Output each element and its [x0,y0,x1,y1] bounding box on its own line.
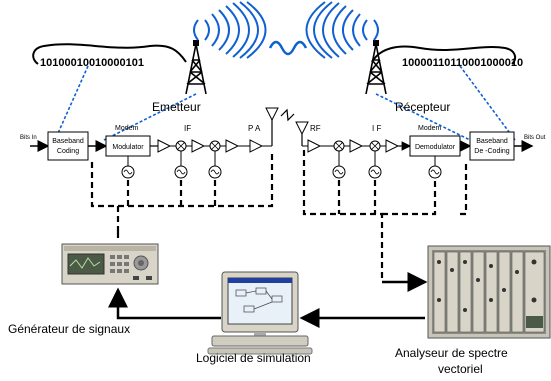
bits-in-label: Bits In [20,135,37,141]
amplifier-icon [157,139,172,153]
modulator-label: Modulator [112,144,144,151]
air-link-icon [280,108,295,122]
power-amplifier-icon [249,139,264,153]
bitstream-left: 10100010010000101 [40,57,144,69]
baseband-decoding-label-2: De -Coding [474,148,510,155]
rx-antenna-icon [295,121,309,136]
emetteur-title: Emetteur [152,100,201,114]
bitstream-right: 10000110110001000010 [402,57,523,69]
amplifier-icon [225,139,240,153]
amplifier-icon [191,139,206,153]
test-connection-lines [90,150,468,282]
amplifier-icon [349,139,364,153]
baseband-coding-label-1: Baseband [52,138,84,145]
bits-out-label: Bits Out [524,135,546,141]
bitstream-right-cable [371,45,517,65]
radio-waves-left-icon [193,1,267,59]
rf-label: RF [310,124,321,133]
amplifier-icon [307,139,322,153]
generateur-caption: Générateur de signaux [8,322,130,336]
antenna-tower-right-icon [365,40,387,95]
modem-right-label: Modem [418,125,442,132]
logiciel-caption: Logiciel de simulation [196,351,311,365]
bitstream-left-cable [32,43,187,65]
analyseur-caption-1: Analyseur de spectre [395,346,508,360]
amplifier-icon [385,139,400,153]
pa-label: P A [248,124,261,133]
if-right-label: I F [372,124,381,133]
baseband-coding-block [47,131,89,161]
baseband-decoding-label-1: Baseband [476,138,508,145]
recepteur-title: Récepteur [395,100,450,114]
baseband-coding-label-2: Coding [57,148,79,155]
demodulator-label: Demodulator [415,144,456,151]
if-left-label: IF [184,124,191,133]
analyseur-caption-2: vectoriel [438,362,483,376]
signal-generator-icon [61,243,159,285]
wireless-link-wave [268,40,308,56]
computer-icon [207,271,313,355]
vector-spectrum-analyzer-icon [427,245,551,339]
baseband-decoding-block [469,131,515,161]
pc-to-generator-arrow [108,287,221,320]
tx-antenna-icon [265,107,279,122]
modem-left-label: Modem [115,125,139,132]
radio-waves-right-icon [305,1,379,59]
callout-lines [54,65,516,141]
antenna-tower-left-icon [185,40,207,95]
